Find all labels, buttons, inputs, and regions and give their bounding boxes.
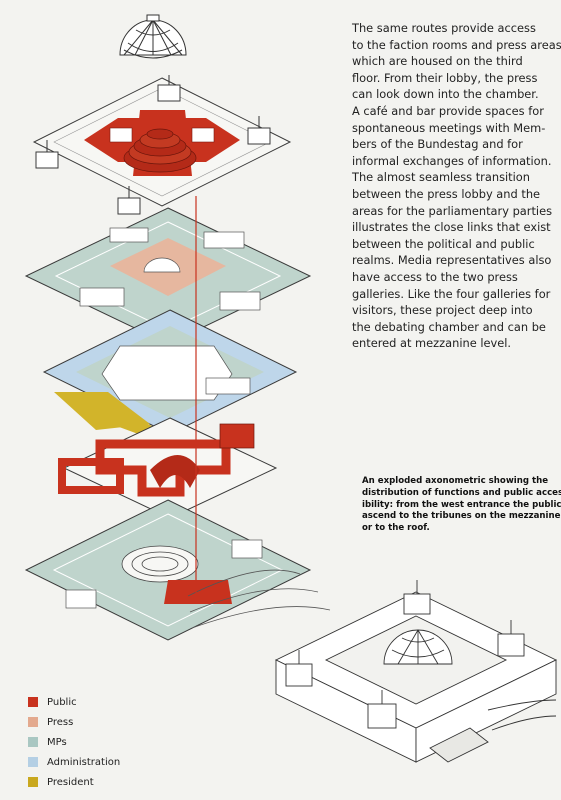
mezzanine-level [58, 417, 278, 519]
legend-swatch [28, 777, 38, 787]
text-line: The almost seamless transition [352, 170, 530, 185]
figure-caption: An exploded axonometric showing the dist… [362, 476, 561, 535]
legend-label: President [47, 776, 94, 788]
text-line: The same routes provide access [352, 21, 536, 35]
legend-swatch [28, 757, 38, 767]
caption-line: or to the roof. [362, 523, 430, 534]
legend-label: Press [47, 716, 74, 728]
text-line: visitors, these project deep into [352, 303, 533, 318]
caption-line: ibility: from the west entrance the publ… [362, 499, 561, 510]
text-line: informal exchanges of information. [352, 153, 552, 168]
text-line: floor. From their lobby, the press [352, 70, 538, 85]
ground-level [24, 499, 331, 641]
text-line: to the faction rooms and press areas [352, 37, 561, 52]
text-line: between the political and public [352, 236, 535, 251]
text-line: between the press lobby and the [352, 186, 541, 201]
legend-swatch [28, 717, 38, 727]
legend-item-press: Press [28, 712, 120, 732]
roof-level [32, 75, 292, 215]
legend-swatch [28, 697, 38, 707]
legend-item-public: Public [28, 692, 120, 712]
press-level [24, 207, 312, 345]
text-line: which are housed on the third [352, 54, 523, 69]
text-line: illustrates the close links that exist [352, 220, 551, 235]
caption-line: distribution of functions and public acc… [362, 487, 561, 498]
text-line: galleries. Like the four galleries for [352, 286, 551, 301]
legend-label: MPs [47, 736, 67, 748]
text-line: entered at mezzanine level. [352, 336, 512, 351]
legend-label: Public [47, 696, 77, 708]
legend-item-president: President [28, 772, 120, 792]
legend-item-administration: Administration [28, 752, 120, 772]
text-line: have access to the two press [352, 269, 518, 284]
caption-line: An exploded axonometric showing the [362, 476, 549, 486]
dome-icon [119, 14, 187, 59]
legend-item-mps: MPs [28, 732, 120, 752]
caption-line: ascend to the tribunes on the mezzanine [362, 511, 561, 522]
text-line: the debating chamber and can be [352, 319, 546, 334]
legend: Public Press MPs Administration Presiden… [28, 692, 120, 792]
third-level [42, 309, 298, 442]
legend-label: Administration [47, 756, 121, 768]
body-text: The same routes provide access to the fa… [352, 20, 561, 352]
text-line: realms. Media representatives also [352, 253, 552, 268]
text-line: areas for the parliamentary parties [352, 203, 553, 218]
text-line: can look down into the chamber. [352, 87, 539, 102]
reichstag-building-icon [274, 580, 558, 763]
legend-swatch [28, 737, 38, 747]
text-line: spontaneous meetings with Mem- [352, 120, 546, 135]
text-line: A café and bar provide spaces for [352, 103, 544, 118]
text-line: bers of the Bundestag and for [352, 137, 523, 152]
